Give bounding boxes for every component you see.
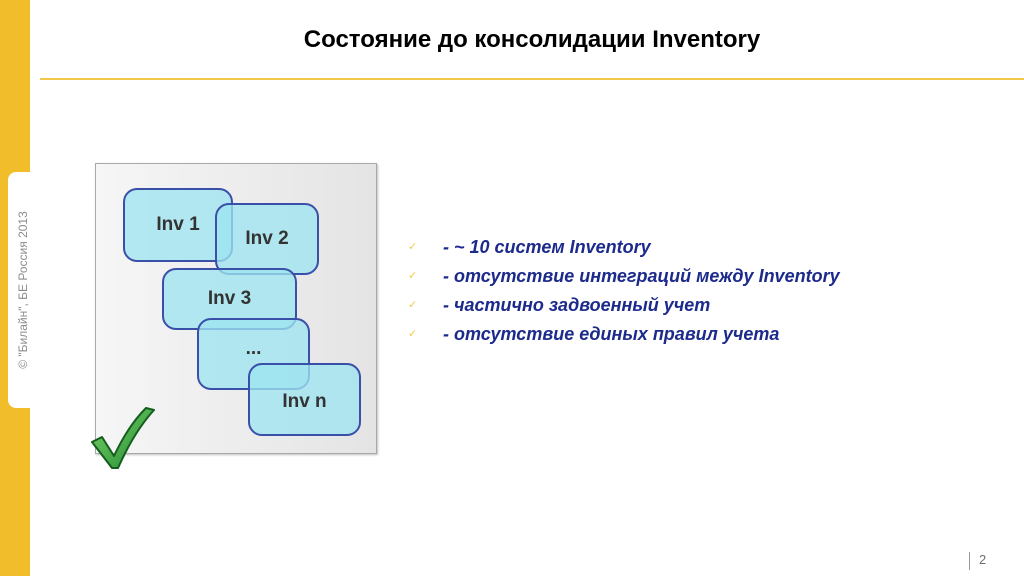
check-bullet-icon: ✓ bbox=[408, 328, 418, 340]
copyright-tab bbox=[8, 172, 38, 408]
check-bullet-icon: ✓ bbox=[408, 241, 418, 253]
page-number-separator bbox=[969, 552, 970, 570]
check-bullet-icon: ✓ bbox=[408, 299, 418, 311]
copyright-text: © "Билайн", БЕ Россия 2013 bbox=[16, 211, 30, 369]
check-bullet-icon: ✓ bbox=[408, 270, 418, 282]
inventory-box-2: Inv 2 bbox=[215, 203, 319, 275]
bullet-text: - частично задвоенный учет bbox=[443, 295, 711, 315]
inventory-box-n: Inv n bbox=[248, 363, 361, 436]
page-number: 2 bbox=[979, 552, 987, 567]
slide-title: Состояние до консолидации Inventory bbox=[303, 26, 761, 53]
bullet-text: - ~ 10 систем Inventory bbox=[443, 237, 651, 257]
green-checkmark-icon bbox=[91, 407, 155, 469]
title-divider bbox=[40, 78, 1024, 80]
bullet-text: - отсутствие единых правил учета bbox=[443, 324, 780, 344]
bullet-text: - отсутствие интеграций между Inventory bbox=[443, 266, 840, 286]
